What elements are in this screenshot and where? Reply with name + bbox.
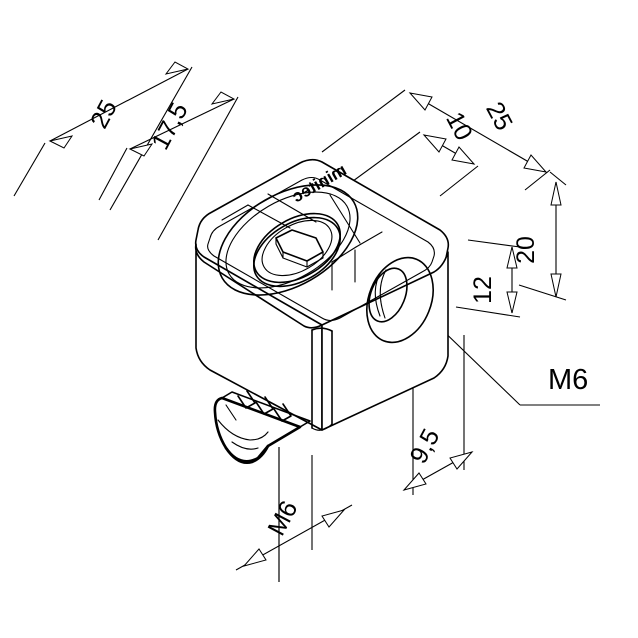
dimension-12-right: 12 <box>455 239 521 318</box>
clamp-tooth-3 <box>273 403 292 422</box>
dimension-value-9-5: 9,5 <box>404 424 445 468</box>
screw-head-chamfer <box>261 219 333 277</box>
top-oval-recess-outer <box>217 184 359 296</box>
arrowhead-right <box>523 154 548 173</box>
arrowhead-left <box>128 143 154 157</box>
callout-value-m6: M6 <box>548 364 588 396</box>
dimension-value-25-left: 25 <box>85 95 123 133</box>
arrowhead-bottom <box>550 273 562 298</box>
arrowhead-left <box>408 92 433 111</box>
clamp-tooth-2 <box>255 396 274 415</box>
arrowhead-right <box>164 61 190 75</box>
clamp-tooth-1 <box>237 390 256 409</box>
dimension-value-12: 12 <box>469 276 497 304</box>
dimension-value-25-right: 25 <box>480 97 518 135</box>
arrowhead-left <box>48 135 74 149</box>
arrowhead-right <box>321 509 346 528</box>
arrowhead-top <box>550 181 562 206</box>
arrowhead-left <box>242 548 267 567</box>
arrowhead-right <box>451 146 476 165</box>
dimension-m6-bottom: M6 <box>235 447 353 582</box>
arrowhead-left <box>422 134 447 153</box>
arrowhead-left <box>402 472 427 491</box>
dimension-value-m6-bottom: M6 <box>262 496 303 540</box>
side-bore-outer <box>366 256 434 344</box>
hex-socket-depth-right <box>306 251 324 268</box>
side-bore-thread <box>368 267 408 323</box>
screw-head-top <box>252 212 342 284</box>
hex-socket-depth-left <box>275 237 284 259</box>
screw-head-outer <box>252 216 342 288</box>
dimension-value-17-5: 17,5 <box>146 98 194 154</box>
block-body <box>194 158 450 582</box>
arrowhead-bottom <box>506 291 518 314</box>
arrowhead-right <box>210 91 236 105</box>
dimension-value-20: 20 <box>512 236 540 264</box>
front-left-face <box>194 243 323 431</box>
arrowhead-right <box>449 451 474 470</box>
clamp-jaw-top <box>221 391 311 428</box>
arrowhead-top <box>506 246 518 269</box>
top-oval-recess-inner <box>225 191 351 289</box>
dimension-20-right: 20 <box>512 171 567 301</box>
